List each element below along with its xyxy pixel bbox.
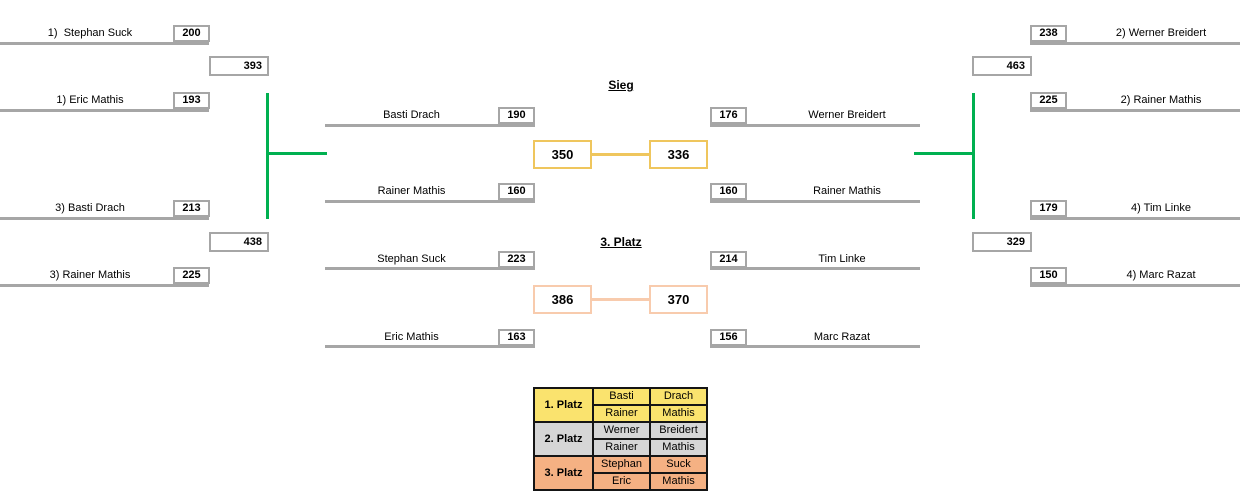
player-name: Tim Linke [818, 253, 866, 265]
score-box: 156 [710, 329, 747, 346]
player-name: 2) Rainer Mathis [1120, 94, 1202, 106]
score-box: 225 [1030, 92, 1067, 109]
player-name: 1) Stephan Suck [47, 27, 133, 39]
bracket-connector-right-horizontal [914, 152, 975, 155]
player-name: Stephan Suck [377, 253, 446, 265]
player-name: 4) Marc Razat [1126, 269, 1196, 281]
score-box: 238 [1030, 25, 1067, 42]
table-row: Rainer Mathis [534, 438, 708, 457]
table-row: 1. Platz Basti Drach [533, 387, 708, 423]
player-underline [710, 345, 920, 348]
first-name-cell: Werner [592, 421, 651, 440]
results-table: 1. Platz Basti Drach Rainer Mathis 2. Pl… [533, 387, 708, 491]
third-total-right-box: 370 [649, 285, 708, 314]
first-name-cell: Rainer [592, 404, 651, 423]
last-name-cell: Mathis [649, 438, 708, 457]
player-underline [0, 109, 209, 112]
player-underline [0, 42, 209, 45]
score-box: 160 [710, 183, 747, 200]
player-underline [710, 124, 920, 127]
last-name-cell: Suck [649, 455, 708, 474]
table-row: Rainer Mathis [534, 404, 708, 423]
player-underline [325, 200, 535, 203]
score-box: 176 [710, 107, 747, 124]
player-name: 1) Eric Mathis [56, 94, 124, 106]
player-underline [0, 284, 209, 287]
player-name: Marc Razat [813, 331, 871, 343]
last-name-cell: Mathis [649, 404, 708, 423]
first-name-cell: Eric [592, 472, 651, 491]
rank-label: 1. Platz [533, 387, 594, 423]
final-total-connector [591, 153, 650, 156]
score-box: 223 [498, 251, 535, 268]
first-name-cell: Stephan [592, 455, 651, 474]
player-name: 3) Rainer Mathis [49, 269, 131, 281]
total-score-box: 393 [209, 56, 269, 76]
score-box: 193 [173, 92, 210, 109]
player-underline [325, 345, 535, 348]
last-name-cell: Breidert [649, 421, 708, 440]
total-score-box: 463 [972, 56, 1032, 76]
player-underline [1030, 284, 1240, 287]
player-underline [325, 267, 535, 270]
player-underline [710, 200, 920, 203]
player-underline [710, 267, 920, 270]
last-name-cell: Mathis [649, 472, 708, 491]
player-name: Basti Drach [383, 109, 440, 121]
player-underline [1030, 217, 1240, 220]
score-box: 225 [173, 267, 210, 284]
table-row: 3. Platz Stephan Suck [533, 455, 708, 491]
rank-label: 3. Platz [533, 455, 594, 491]
bracket-connector-left-horizontal [266, 152, 327, 155]
total-score-box: 438 [209, 232, 269, 252]
player-name: Werner Breidert [808, 109, 886, 121]
rank-label: 2. Platz [533, 421, 594, 457]
player-name: 4) Tim Linke [1131, 202, 1191, 214]
score-box: 163 [498, 329, 535, 346]
score-box: 160 [498, 183, 535, 200]
score-box: 150 [1030, 267, 1067, 284]
total-score-box: 329 [972, 232, 1032, 252]
third-total-connector [591, 298, 650, 301]
player-name: 2) Werner Breidert [1115, 27, 1207, 39]
player-name: Rainer Mathis [813, 185, 881, 197]
table-row: 2. Platz Werner Breidert [533, 421, 708, 457]
score-box: 213 [173, 200, 210, 217]
player-underline [0, 217, 209, 220]
score-box: 179 [1030, 200, 1067, 217]
third-place-title: 3. Platz [600, 235, 642, 249]
bracket-connector-left-vertical [266, 93, 269, 219]
third-total-left-box: 386 [533, 285, 592, 314]
bracket-connector-right-vertical [972, 93, 975, 219]
player-underline [1030, 42, 1240, 45]
final-title: Sieg [608, 78, 634, 92]
player-underline [325, 124, 535, 127]
table-row: Eric Mathis [534, 472, 708, 491]
first-name-cell: Basti [592, 387, 651, 406]
score-box: 214 [710, 251, 747, 268]
player-name: Eric Mathis [384, 331, 439, 343]
final-total-right-box: 336 [649, 140, 708, 169]
player-name: 3) Basti Drach [55, 202, 125, 214]
player-underline [1030, 109, 1240, 112]
first-name-cell: Rainer [592, 438, 651, 457]
score-box: 190 [498, 107, 535, 124]
last-name-cell: Drach [649, 387, 708, 406]
score-box: 200 [173, 25, 210, 42]
player-name: Rainer Mathis [377, 185, 446, 197]
final-total-left-box: 350 [533, 140, 592, 169]
